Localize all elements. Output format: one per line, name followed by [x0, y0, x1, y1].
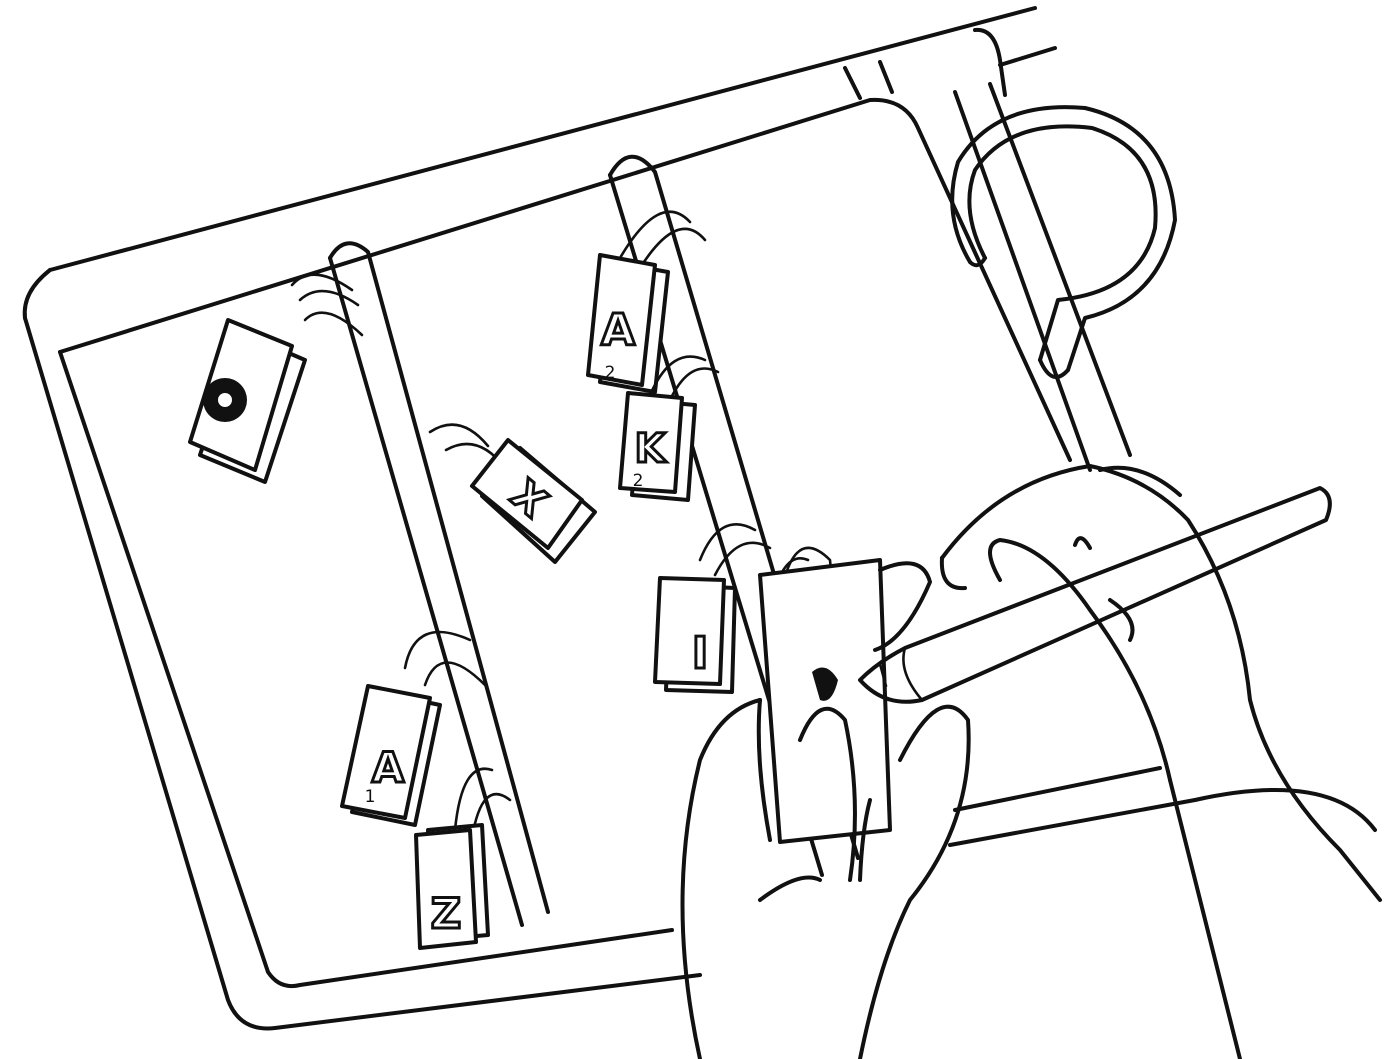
rod-left [330, 243, 548, 925]
marker-pen [860, 488, 1330, 702]
tile-k-2: K 2 [620, 357, 718, 500]
tile-k-2-letter: K [635, 426, 668, 472]
tile-z-letter: Z [431, 889, 461, 938]
hook [952, 107, 1175, 377]
tile-i: I [655, 524, 770, 692]
tile-a-2-number: 2 [605, 363, 616, 383]
tile-o: O [190, 275, 362, 482]
tile-i-letter: I [692, 628, 708, 679]
hand-holding-tile [683, 548, 969, 1059]
hand-holding-pen [942, 466, 1380, 1059]
tile-a-2-letter: A [601, 305, 635, 356]
tile-k-2-number: 2 [633, 471, 644, 491]
rack-frame [25, 8, 1375, 1028]
tile-x: X [430, 425, 595, 562]
tile-a-1-number: 1 [365, 787, 376, 807]
tile-a-1: A 1 [342, 632, 485, 825]
tile-a-2: A 2 [588, 212, 705, 392]
tile-z: Z [416, 769, 510, 948]
tile-a-1-letter: A [372, 743, 405, 792]
